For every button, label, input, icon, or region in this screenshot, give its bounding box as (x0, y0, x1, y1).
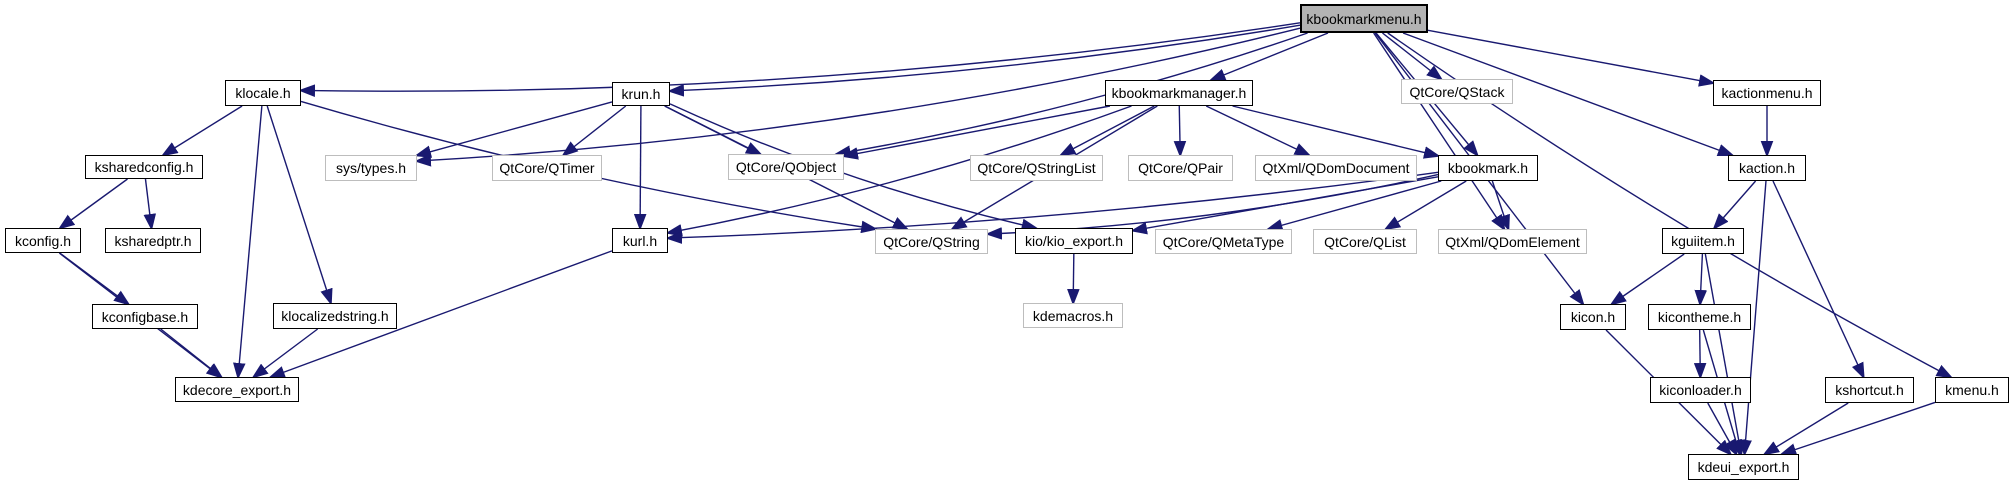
edge-kbookmarkmanager-to-qpair (1173, 105, 1187, 158)
node-ksharedptr[interactable]: ksharedptr.h (105, 228, 201, 253)
node-kaction[interactable]: kaction.h (1728, 155, 1806, 181)
edge-kbookmarkmenu-to-kaction (1402, 32, 1735, 157)
edge-kaction-to-kshortcut (1772, 180, 1865, 380)
edge-kbookmark-to-qdomelement (1491, 180, 1510, 232)
edge-kbookmark-to-qmetatype (1265, 180, 1442, 232)
edge-kiconloader-to-kdeui_export (1707, 402, 1738, 457)
node-qdomelement: QtXml/QDomElement (1438, 229, 1587, 254)
edge-kbookmarkmenu-to-klocale (298, 22, 1301, 97)
edge-kbookmark-to-kurl (665, 171, 1439, 244)
edge-kbookmarkmenu-to-kactionmenu (1427, 29, 1716, 87)
edge-klocale-to-kdecore_export (233, 105, 263, 380)
edge-klocale-to-ksharedconfig (160, 105, 243, 157)
node-ksharedconfig[interactable]: ksharedconfig.h (85, 155, 203, 179)
node-qdomdocument: QtXml/QDomDocument (1255, 155, 1417, 181)
edge-kmenu-to-kdeui_export (1779, 401, 1936, 456)
edge-ksharedconfig-to-ksharedptr (143, 178, 157, 231)
node-klocale[interactable]: klocale.h (225, 80, 301, 106)
edge-kbookmark-to-qstring (985, 173, 1439, 240)
node-qstringlist: QtCore/QStringList (970, 155, 1103, 181)
node-kicontheme[interactable]: kicontheme.h (1648, 304, 1751, 330)
edge-kicontheme-to-kiconloader (1693, 329, 1707, 380)
edge-kconfigbase-to-kdecore_export (160, 328, 224, 379)
node-kbookmarkmanager[interactable]: kbookmarkmanager.h (1105, 80, 1253, 106)
edge-kaction-to-kdeui_export (1739, 180, 1767, 457)
edge-kguiitem-to-kicontheme (1694, 253, 1708, 307)
edge-krun-to-kio_export (669, 103, 1039, 232)
edge-kbookmarkmenu-to-kbookmarkmanager (1208, 32, 1329, 82)
node-kiconloader[interactable]: kiconloader.h (1650, 377, 1751, 403)
edge-kbookmarkmenu-to-sys_types (414, 27, 1301, 167)
edge-kbookmarkmanager-to-kbookmark (1232, 105, 1441, 159)
node-qlist: QtCore/QList (1313, 229, 1417, 254)
edge-klocalizedstring-to-kdecore_export (251, 328, 319, 379)
node-qobject: QtCore/QObject (728, 154, 844, 180)
node-kbookmarkmenu: kbookmarkmenu.h (1300, 4, 1428, 33)
edge-kbookmarkmanager-to-kurl (665, 105, 1132, 237)
edge-kbookmarkmanager-to-qdomdocument (1205, 105, 1312, 157)
node-kdecore_export[interactable]: kdecore_export.h (175, 377, 299, 402)
node-kguiitem[interactable]: kguiitem.h (1662, 228, 1744, 254)
node-kactionmenu[interactable]: kactionmenu.h (1713, 80, 1821, 106)
edge-krun-to-sys_types (414, 101, 613, 158)
node-qtimer: QtCore/QTimer (492, 155, 602, 181)
edge-kbookmarkmenu-to-krun (667, 24, 1301, 97)
node-kdeui_export[interactable]: kdeui_export.h (1688, 454, 1799, 480)
node-qpair: QtCore/QPair (1128, 155, 1233, 181)
edge-kguiitem-to-kdeui_export (1704, 253, 1745, 457)
edge-kbookmarkmenu-to-qdomelement (1373, 32, 1506, 232)
node-sys_types: sys/types.h (325, 155, 417, 181)
edge-kbookmarkmenu-to-qobject (833, 32, 1308, 158)
edge-kio_export-to-kdemacros (1067, 253, 1080, 306)
node-kbookmark[interactable]: kbookmark.h (1438, 155, 1538, 181)
node-kmenu[interactable]: kmenu.h (1935, 377, 2009, 403)
edge-ksharedconfig-to-kconfig (57, 178, 128, 230)
edge-kbookmark-to-qlist (1383, 180, 1467, 231)
edge-kaction-to-kguiitem (1712, 180, 1757, 231)
edge-kurl-to-kdecore_export (268, 250, 613, 379)
edge-krun-to-kurl (633, 105, 647, 231)
edge-kshortcut-to-kdeui_export (1762, 402, 1849, 456)
node-kconfig[interactable]: kconfig.h (5, 228, 81, 253)
node-kdemacros: kdemacros.h (1023, 303, 1123, 328)
node-qstring: QtCore/QString (875, 229, 988, 254)
node-kshortcut[interactable]: kshortcut.h (1825, 377, 1914, 403)
node-klocalizedstring[interactable]: klocalizedstring.h (273, 303, 397, 329)
node-krun[interactable]: krun.h (612, 82, 670, 106)
node-kconfigbase[interactable]: kconfigbase.h (92, 304, 198, 329)
edge-klocale-to-klocalizedstring (266, 105, 333, 306)
edge-kbookmarkmanager-to-qobject (841, 105, 1111, 160)
edge-kbookmark-to-kio_export (1130, 176, 1439, 235)
edge-kbookmarkmenu-to-qstack (1382, 32, 1444, 81)
node-kicon[interactable]: kicon.h (1560, 304, 1626, 330)
node-kio_export[interactable]: kio/kio_export.h (1015, 228, 1133, 254)
node-kurl[interactable]: kurl.h (612, 228, 668, 253)
edge-krun-to-qtimer (561, 105, 627, 157)
node-qmetatype: QtCore/QMetaType (1155, 229, 1292, 254)
node-qstack: QtCore/QStack (1401, 79, 1513, 104)
edge-kbookmarkmanager-to-qstringlist (1058, 105, 1155, 157)
edge-kguiitem-to-kicon (1609, 253, 1685, 306)
